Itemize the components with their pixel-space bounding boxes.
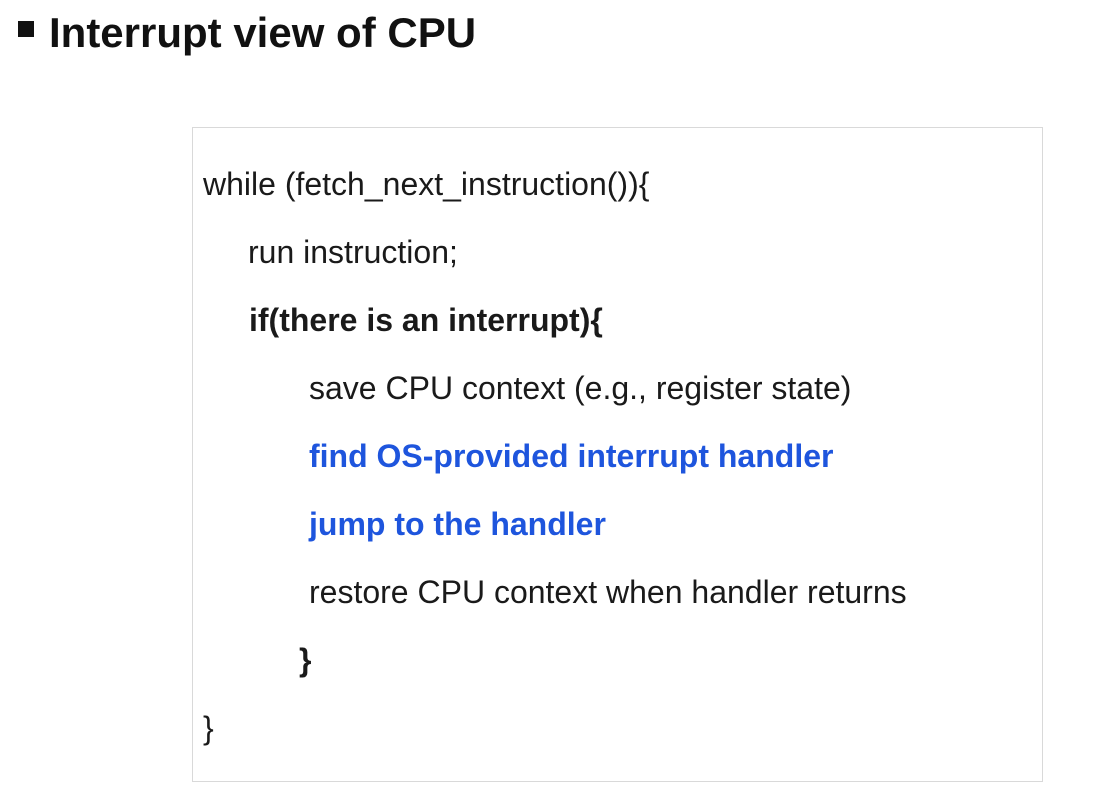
slide-title-row: Interrupt view of CPU [18,9,477,56]
pseudocode-box: while (fetch_next_instruction()){run ins… [192,127,1043,782]
code-line: run instruction; [248,234,458,270]
code-line: find OS-provided interrupt handler [309,438,834,474]
code-line: jump to the handler [309,506,606,542]
code-line: if(there is an interrupt){ [249,302,603,338]
code-line: } [203,710,214,746]
code-line: while (fetch_next_instruction()){ [203,166,650,202]
code-line: } [299,642,312,678]
code-line: save CPU context (e.g., register state) [309,370,852,406]
page-title: Interrupt view of CPU [49,9,477,56]
bullet-square-icon [18,21,34,37]
code-line: restore CPU context when handler returns [309,574,907,610]
